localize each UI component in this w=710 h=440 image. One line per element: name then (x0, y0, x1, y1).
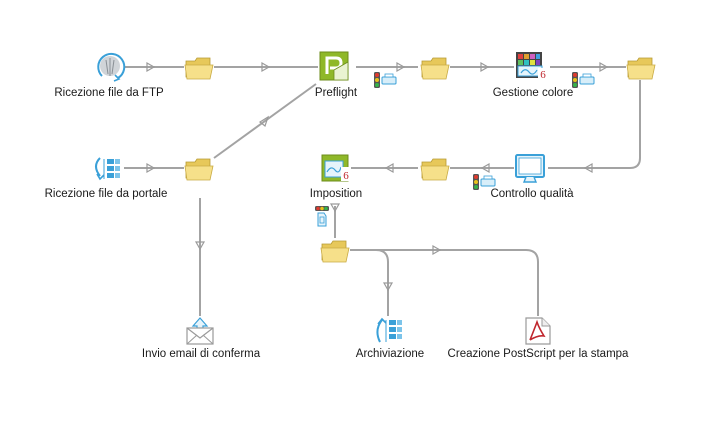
folder-icon-2[interactable] (420, 57, 450, 80)
ftp-receive-icon[interactable] (97, 52, 126, 82)
status-indicator-quality[interactable] (473, 174, 496, 190)
status-indicator-preflight[interactable] (374, 72, 397, 88)
pdf-icon[interactable] (525, 317, 551, 345)
portal-receive-icon[interactable] (95, 157, 120, 181)
status-indicator-imposition[interactable] (315, 206, 329, 227)
preflight-icon[interactable] (319, 51, 349, 81)
folder-icon-1[interactable] (184, 57, 214, 80)
arrowheads (146, 61, 609, 292)
label-postscript: Creazione PostScript per la stampa (447, 348, 629, 360)
label-color: Gestione colore (492, 87, 574, 99)
connector-folder5-preflight[interactable] (213, 83, 317, 159)
imposition-icon[interactable]: 6 (321, 154, 351, 182)
connector-folder6-postscript[interactable] (350, 249, 539, 316)
svg-text:6: 6 (343, 170, 349, 182)
connector-folder6-archive[interactable] (350, 249, 389, 316)
folder-icon-6[interactable] (320, 240, 350, 263)
label-archive: Archiviazione (355, 348, 425, 360)
monitor-icon[interactable] (515, 154, 545, 183)
connector-folder3-quality[interactable] (548, 80, 641, 169)
folder-icon-3[interactable] (626, 57, 656, 80)
folder-icon-4[interactable] (420, 158, 450, 181)
label-ftp: Ricezione file da FTP (54, 87, 164, 99)
email-icon[interactable] (186, 317, 214, 345)
color-management-icon[interactable]: 6 (516, 52, 548, 81)
label-email: Invio email di conferma (141, 348, 261, 360)
label-imposition: Imposition (309, 188, 363, 200)
svg-text:6: 6 (540, 69, 546, 81)
label-quality: Controllo qualità (490, 188, 574, 200)
archive-icon[interactable] (376, 317, 402, 343)
label-preflight: Preflight (314, 87, 358, 99)
folder-icon-5[interactable] (184, 158, 214, 181)
label-portal: Ricezione file da portale (44, 188, 168, 200)
status-indicator-color[interactable] (572, 72, 595, 88)
